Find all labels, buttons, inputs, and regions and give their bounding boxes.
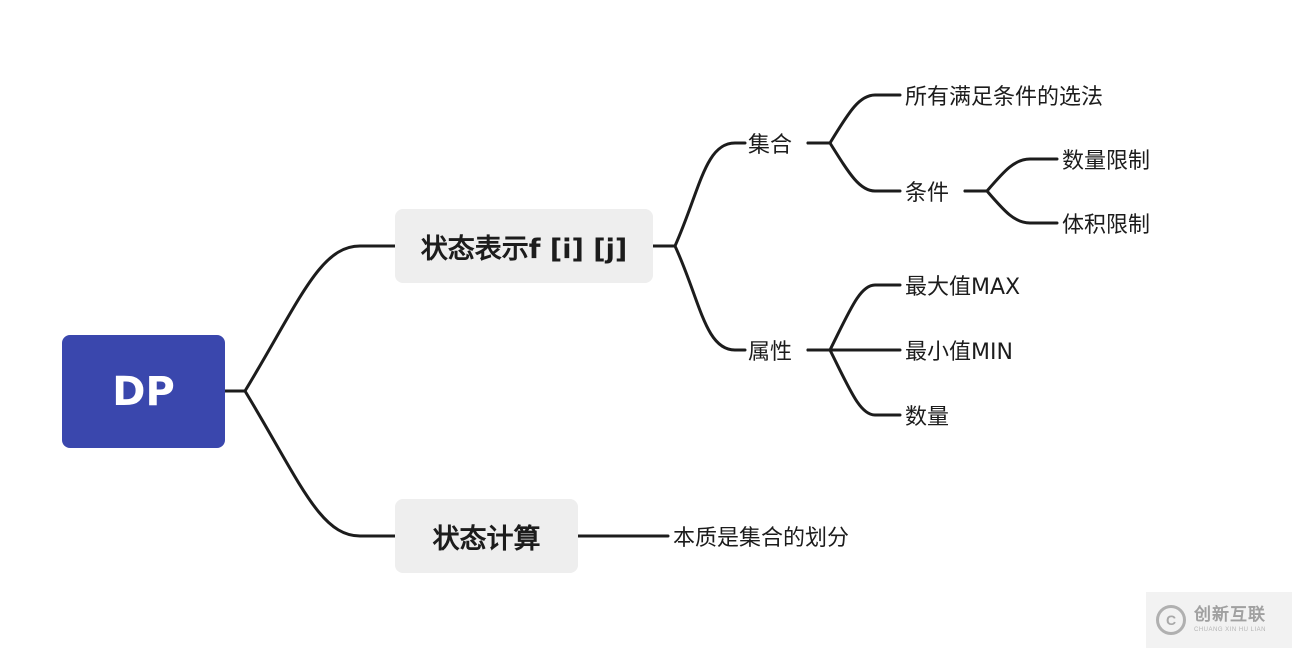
watermark-brand-name: 创新互联 [1194,605,1266,625]
node-condition[interactable]: 条件 [905,174,950,208]
node-set[interactable]: 集合 [748,126,793,160]
node-volume-limit[interactable]: 体积限制 [1062,206,1151,240]
node-count[interactable]: 数量 [905,398,950,432]
node-max[interactable]: 最大值MAX [905,268,1021,302]
root-node[interactable]: DP [62,335,225,448]
node-quantity-limit[interactable]: 数量限制 [1062,142,1151,176]
branch-node-state-computation[interactable]: 状态计算 [395,499,578,573]
edge-jihe-xuanfa [806,93,902,145]
node-all-valid-selections[interactable]: 所有满足条件的选法 [905,78,1104,112]
watermark-text: 创新互联 CHUANG XIN HU LIAN [1194,605,1267,634]
edge-root-branch1 [223,244,397,393]
edge-jihe-tiaojian [806,141,902,193]
watermark-brand-subtitle: CHUANG XIN HU LIAN [1194,627,1267,633]
edge-root-branch2 [223,389,397,538]
edge-branch1-jihe [651,141,747,248]
edge-shuxing-count [806,348,902,417]
edge-shuxing-max [806,283,902,352]
edge-tiaojian-shuliang [963,157,1059,193]
brand-logo-icon: C [1156,605,1186,635]
branch-node-state-representation[interactable]: 状态表示f [i] [j] [395,209,653,283]
node-essence-partition[interactable]: 本质是集合的划分 [673,519,850,553]
node-attribute[interactable]: 属性 [748,333,793,367]
edge-branch1-shuxing [651,244,747,352]
node-min[interactable]: 最小值MIN [905,333,1013,367]
watermark-logo: C 创新互联 CHUANG XIN HU LIAN [1146,592,1292,648]
edge-tiaojian-tiji [963,189,1059,225]
